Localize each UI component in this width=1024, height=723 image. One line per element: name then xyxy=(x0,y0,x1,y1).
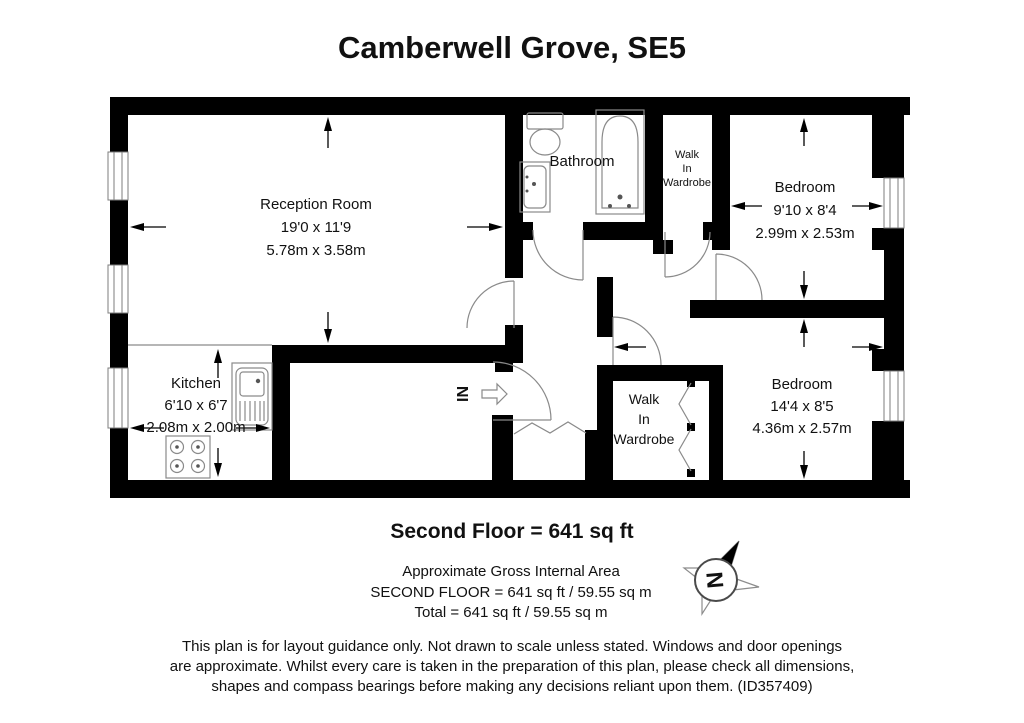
svg-text:In: In xyxy=(682,163,691,175)
walk-in-wardrobe-top-label: Walk In Wardrobe xyxy=(663,149,711,189)
window xyxy=(107,151,129,201)
kitchen-sink-icon xyxy=(231,362,273,431)
toilet-icon xyxy=(526,112,564,156)
reception-door-arc xyxy=(466,280,515,329)
svg-text:Wardrobe: Wardrobe xyxy=(614,431,675,447)
window xyxy=(107,367,129,429)
svg-text:Walk: Walk xyxy=(675,149,700,161)
disclaimer: This plan is for layout guidance only. N… xyxy=(170,638,855,695)
svg-text:are approximate. Whilst every: are approximate. Whilst every care is ta… xyxy=(170,658,855,675)
svg-text:In: In xyxy=(638,411,650,427)
room-size-imperial: 6'10 x 6'7 xyxy=(164,397,227,414)
room-size-imperial: 9'10 x 8'4 xyxy=(773,202,836,219)
svg-text:This plan is for layout guidan: This plan is for layout guidance only. N… xyxy=(182,638,842,655)
kitchen-dimension-arrows xyxy=(130,349,270,477)
reception-dimension-arrows xyxy=(130,117,503,343)
reception-room-label: Reception Room 19'0 x 11'9 5.78m x 3.58m xyxy=(260,196,372,259)
window xyxy=(883,370,905,422)
entrance-label: IN xyxy=(455,386,472,402)
room-size-imperial: 14'4 x 8'5 xyxy=(770,398,833,415)
bedroom-top-door-arc xyxy=(715,253,763,301)
bathroom-door-arc xyxy=(532,229,584,281)
room-size-metric: 5.78m x 3.58m xyxy=(266,242,365,259)
room-size-imperial: 19'0 x 11'9 xyxy=(281,219,352,236)
room-size-metric: 2.08m x 2.00m xyxy=(146,419,245,436)
entry-door-arc xyxy=(492,361,552,421)
wardrobe-bifold-door xyxy=(678,382,692,472)
windows xyxy=(107,151,905,429)
bathroom-label: Bathroom xyxy=(549,153,614,170)
room-size-metric: 4.36m x 2.57m xyxy=(752,420,851,437)
kitchen-label: Kitchen 6'10 x 6'7 2.08m x 2.00m xyxy=(146,375,245,436)
bedroom-bottom-door-arc xyxy=(612,316,662,366)
entrance-marker: IN xyxy=(455,382,508,406)
bedroom-bottom-label: Bedroom 14'4 x 8'5 4.36m x 2.57m xyxy=(752,376,851,437)
page-title: Camberwell Grove, SE5 xyxy=(338,30,686,65)
wardrobe-top-door-arc xyxy=(664,231,711,278)
closet-bifold-door xyxy=(513,421,587,435)
walls xyxy=(110,97,910,498)
area-line1: SECOND FLOOR = 641 sq ft / 59.55 sq m xyxy=(370,584,651,601)
walk-in-wardrobe-bottom-label: Walk In Wardrobe xyxy=(614,391,675,447)
room-name: Kitchen xyxy=(171,375,221,392)
window xyxy=(883,177,905,229)
basin-icon xyxy=(519,161,551,213)
svg-text:shapes and compass bearings be: shapes and compass bearings before makin… xyxy=(211,678,812,695)
room-name: Bedroom xyxy=(775,179,836,196)
room-size-metric: 2.99m x 2.53m xyxy=(755,225,854,242)
compass-north-label: N xyxy=(701,571,728,590)
room-name: Reception Room xyxy=(260,196,372,213)
svg-text:Wardrobe: Wardrobe xyxy=(663,177,711,189)
doors xyxy=(466,229,763,472)
window xyxy=(107,264,129,314)
bedroom-top-label: Bedroom 9'10 x 8'4 2.99m x 2.53m xyxy=(755,179,854,242)
entrance-arrow-icon xyxy=(481,382,508,406)
room-name: Bedroom xyxy=(772,376,833,393)
floor-area-title: Second Floor = 641 sq ft xyxy=(390,520,633,543)
bathtub-icon xyxy=(595,109,645,215)
area-summary: Second Floor = 641 sq ft Approximate Gro… xyxy=(370,520,651,621)
area-line2: Total = 641 sq ft / 59.55 sq m xyxy=(414,604,607,621)
compass-icon: N xyxy=(682,540,760,617)
bedroom-bottom-dimension-arrows xyxy=(614,319,883,479)
hob-icon xyxy=(165,435,211,479)
bedroom-top-dimension-arrows xyxy=(731,118,883,299)
svg-text:Walk: Walk xyxy=(629,391,661,407)
area-heading: Approximate Gross Internal Area xyxy=(402,563,620,580)
